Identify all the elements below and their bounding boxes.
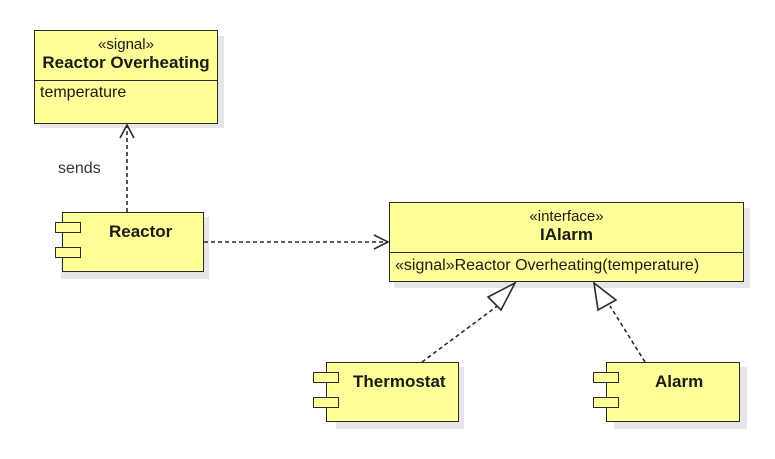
signal-name: Reactor Overheating xyxy=(42,53,210,72)
component-thermostat-name: Thermostat xyxy=(353,372,446,391)
interface-name: IAlarm xyxy=(540,225,593,244)
component-alarm[interactable]: Alarm xyxy=(606,362,740,422)
component-icon-tab xyxy=(313,372,339,383)
relation-label-sends: sends xyxy=(58,160,101,177)
interface-ialarm[interactable]: «interface» IAlarm «signal»Reactor Overh… xyxy=(389,202,744,282)
realization-thermostat-line[interactable] xyxy=(421,303,501,363)
hollow-triangle-icon xyxy=(486,281,517,312)
open-arrow-icon xyxy=(373,234,390,250)
component-reactor-name: Reactor xyxy=(109,222,173,241)
component-icon-tab xyxy=(593,372,619,383)
open-arrow-icon xyxy=(119,123,135,139)
operation-reactor-overheating: «signal»Reactor Overheating(temperature) xyxy=(395,257,700,274)
component-icon-tab xyxy=(593,397,619,408)
interface-operations: «signal»Reactor Overheating(temperature) xyxy=(390,252,743,278)
component-icon-tab xyxy=(55,247,81,258)
component-reactor[interactable]: Reactor xyxy=(62,212,204,272)
component-icon-tab xyxy=(55,222,81,233)
hollow-triangle-icon xyxy=(592,281,618,312)
signal-class-reactor-overheating[interactable]: «signal» Reactor Overheating temperature xyxy=(34,30,218,124)
realization-alarm-line[interactable] xyxy=(609,305,646,363)
signal-stereotype: «signal» xyxy=(98,36,154,53)
interface-stereotype: «interface» xyxy=(529,208,604,225)
signal-attributes: temperature xyxy=(35,80,217,105)
component-icon-tab xyxy=(313,397,339,408)
attribute-temperature: temperature xyxy=(40,84,127,101)
component-alarm-name: Alarm xyxy=(655,372,704,391)
component-thermostat[interactable]: Thermostat xyxy=(326,362,459,422)
